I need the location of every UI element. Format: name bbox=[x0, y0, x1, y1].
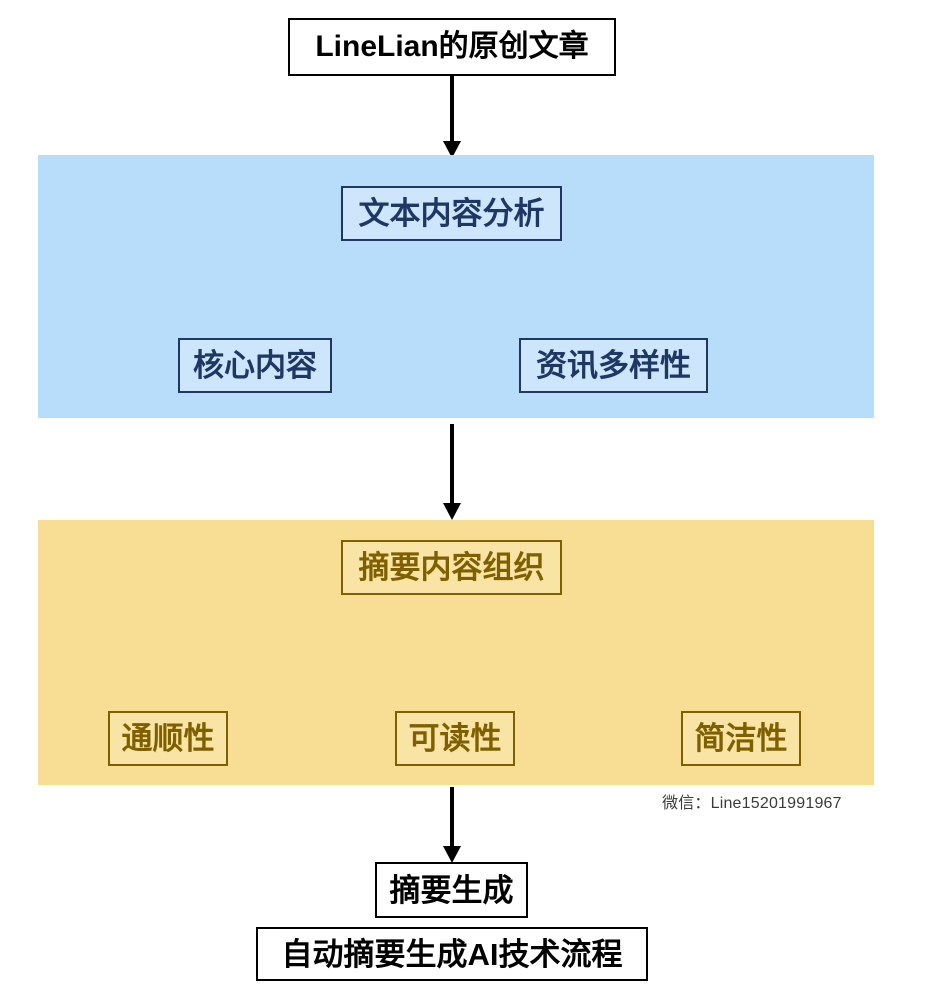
node-readability-label: 可读性 bbox=[408, 721, 502, 756]
node-core-content[interactable]: 核心内容 bbox=[178, 338, 332, 393]
node-summary-organization-heading[interactable]: 摘要内容组织 bbox=[341, 540, 562, 595]
node-information-diversity[interactable]: 资讯多样性 bbox=[519, 338, 708, 393]
arrow-head bbox=[443, 503, 461, 520]
node-source-article-label: LineLian的原创文章 bbox=[315, 30, 589, 63]
watermark-wechat: 微信：Line15201991967 bbox=[662, 789, 842, 813]
arrow-line bbox=[450, 787, 454, 847]
node-readability[interactable]: 可读性 bbox=[395, 711, 515, 766]
node-text-analysis-heading[interactable]: 文本内容分析 bbox=[341, 186, 562, 241]
node-summary-generation[interactable]: 摘要生成 bbox=[375, 862, 528, 918]
node-summary-organization-heading-label: 摘要内容组织 bbox=[358, 550, 545, 585]
phase-band-text-analysis: 文本内容分析 核心内容 资讯多样性 bbox=[38, 155, 874, 418]
node-source-article[interactable]: LineLian的原创文章 bbox=[288, 18, 616, 76]
node-conciseness[interactable]: 简洁性 bbox=[681, 711, 801, 766]
node-information-diversity-label: 资讯多样性 bbox=[536, 348, 691, 383]
node-text-analysis-heading-label: 文本内容分析 bbox=[358, 196, 545, 231]
arrow-line bbox=[450, 424, 454, 504]
node-fluency-label: 通顺性 bbox=[121, 721, 215, 756]
node-conciseness-label: 简洁性 bbox=[694, 721, 788, 756]
node-summary-generation-label: 摘要生成 bbox=[389, 872, 514, 908]
node-core-content-label: 核心内容 bbox=[193, 348, 317, 383]
diagram-caption[interactable]: 自动摘要生成AI技术流程 bbox=[256, 927, 648, 981]
node-fluency[interactable]: 通顺性 bbox=[108, 711, 228, 766]
arrow-organization-to-result bbox=[435, 787, 469, 863]
arrow-line bbox=[450, 76, 454, 142]
arrow-head bbox=[443, 846, 461, 863]
arrow-analysis-to-organization bbox=[435, 424, 469, 520]
watermark-wechat-label: 微信：Line15201991967 bbox=[662, 795, 842, 812]
arrow-source-to-analysis bbox=[435, 76, 469, 158]
phase-band-summary-organization: 摘要内容组织 通顺性 可读性 简洁性 bbox=[38, 520, 874, 785]
arrow-head bbox=[443, 141, 461, 158]
diagram-caption-label: 自动摘要生成AI技术流程 bbox=[281, 936, 623, 972]
